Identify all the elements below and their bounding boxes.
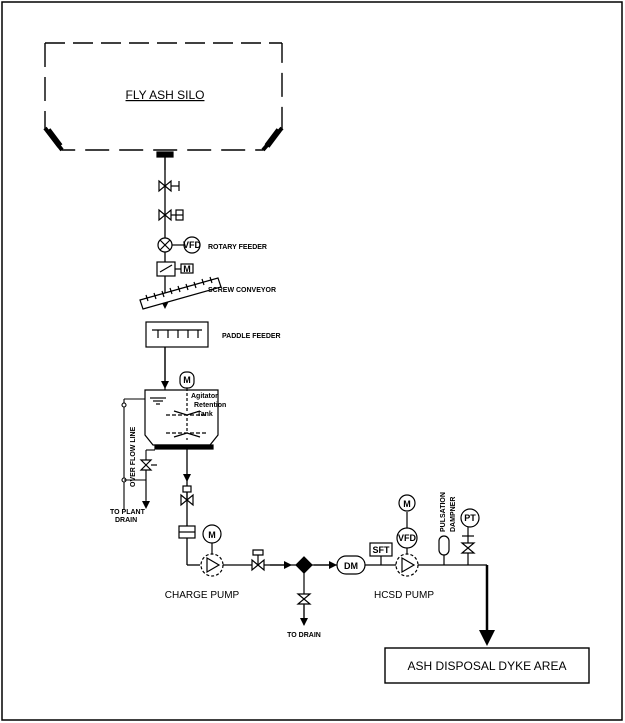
- ash-disposal-box: [384, 647, 590, 684]
- pulsation-label-1: PULSATION: [440, 492, 447, 532]
- manual-valve-icon: [158, 179, 180, 193]
- strainer-icon: [178, 525, 196, 539]
- screw-conveyor-icon: [139, 276, 222, 310]
- pulsation-label-2: DAMPNER: [450, 497, 457, 532]
- agitator-label-2: Retention: [194, 402, 226, 409]
- dm-icon: [336, 555, 366, 575]
- overflow-drain-valve-icon: [139, 459, 157, 471]
- actuated-valve-icon: [158, 208, 184, 222]
- pt-symbol: PT: [464, 513, 476, 523]
- agitator-label-3: Tank: [197, 411, 213, 418]
- fly-ash-silo: [43, 42, 284, 152]
- overflow-line: [121, 398, 155, 510]
- vfd-rotary-symbol: VFD: [183, 240, 202, 250]
- pulsation-dampner-icon: [438, 535, 450, 565]
- sft-icon: [369, 542, 393, 565]
- to-plant-label-1: TO PLANT: [110, 509, 146, 516]
- pressure-transmitter-icon: [460, 508, 480, 565]
- paddle-feeder-icon: [145, 321, 209, 390]
- vfd-hcsd-symbol: VFD: [398, 533, 417, 543]
- rotary-feeder-label: ROTARY FEEDER: [208, 244, 267, 251]
- dm-symbol: DM: [344, 561, 358, 571]
- to-plant-label-2: DRAIN: [115, 517, 137, 524]
- screw-conveyor-label: SCREW CONVEYOR: [208, 287, 276, 294]
- agitator-label-1: Agitator: [191, 393, 218, 400]
- overflow-line-label: OVER FLOW LINE: [130, 426, 137, 487]
- check-valve-icon: [251, 549, 265, 572]
- silo-label: FLY ASH SILO: [126, 88, 205, 102]
- disposal-arrowhead: [479, 630, 495, 646]
- paddle-feeder-label: PADDLE FEEDER: [222, 333, 281, 340]
- ash-disposal-label: ASH DISPOSAL DYKE AREA: [408, 659, 567, 673]
- hcsd-pump-icon: [395, 494, 419, 577]
- tank-outlet-valve-icon: [180, 485, 194, 507]
- charge-pump-label: CHARGE PUMP: [165, 590, 240, 601]
- charge-pump-icon: [200, 524, 224, 577]
- screw-conveyor-drive-icon: [156, 261, 194, 277]
- to-drain-label: TO DRAIN: [287, 632, 321, 639]
- rotary-feeder-icon: [157, 236, 201, 254]
- sft-symbol: SFT: [373, 545, 391, 555]
- motor-screw-symbol: M: [183, 264, 191, 274]
- drain-valve-icon: [296, 593, 312, 605]
- motor-hcsd-symbol: M: [403, 499, 411, 509]
- hcsd-pump-label: HCSD PUMP: [374, 590, 434, 601]
- motor-agitator-symbol: M: [183, 375, 191, 385]
- agitator-retention-tank-icon: [144, 371, 219, 450]
- motor-charge-symbol: M: [208, 530, 216, 540]
